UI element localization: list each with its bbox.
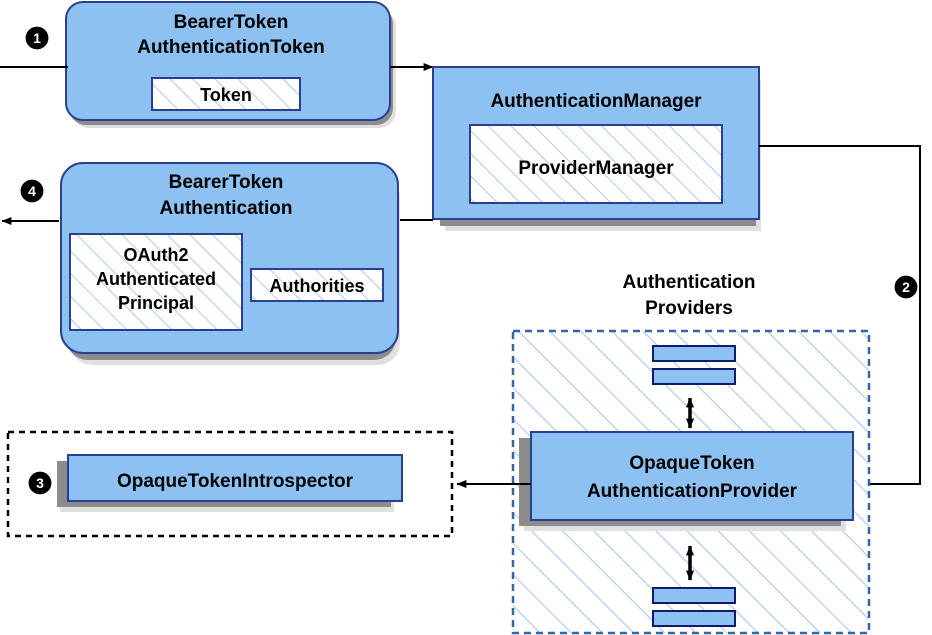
- inner-box-label: Authorities: [269, 276, 364, 296]
- node-authentication-manager[interactable]: AuthenticationManager ProviderManager: [432, 66, 761, 231]
- marker-circle: [19, 178, 45, 204]
- marker-number: 1: [33, 30, 41, 46]
- providers-group-title-line1: Authentication: [623, 272, 756, 293]
- step-marker-4: 4: [19, 178, 45, 204]
- node-opaque-token-authentication-provider[interactable]: OpaqueToken AuthenticationProvider: [519, 431, 854, 531]
- inner-box-label-line1: OAuth2: [124, 245, 189, 265]
- inner-box-body: [69, 233, 243, 331]
- stub-bar-upper: [652, 587, 736, 604]
- group-opaque-token-introspector: OpaqueTokenIntrospector: [6, 430, 454, 538]
- node-title-line2: AuthenticationProvider: [587, 481, 798, 502]
- node-bearer-token-authentication-token[interactable]: BearerToken AuthenticationToken Token: [65, 1, 396, 128]
- stub-bar-upper: [652, 345, 736, 362]
- step-marker-2: 2: [893, 274, 919, 300]
- inner-box-label: ProviderManager: [518, 158, 674, 179]
- node-title-line1: BearerToken: [169, 172, 284, 193]
- step-marker-3: 3: [27, 470, 53, 496]
- node-opaque-token-introspector[interactable]: OpaqueTokenIntrospector: [57, 454, 403, 512]
- provider-stub-bottom[interactable]: [652, 587, 736, 627]
- node-title: OpaqueTokenIntrospector: [117, 471, 354, 492]
- inner-box-body: [151, 77, 301, 111]
- marker-circle: [24, 25, 50, 51]
- marker-circle: [893, 274, 919, 300]
- node-bearer-token-authentication[interactable]: BearerToken Authentication OAuth2 Authen…: [60, 162, 400, 365]
- providers-group-title-line2: Providers: [645, 298, 733, 319]
- inner-box-label-line3: Principal: [118, 293, 194, 313]
- inner-box-oauth2-authenticated-principal[interactable]: OAuth2 Authenticated Principal: [69, 233, 243, 331]
- provider-stub-top[interactable]: [652, 345, 736, 385]
- marker-number: 4: [28, 183, 36, 199]
- marker-circle: [27, 470, 53, 496]
- node-body: [67, 454, 403, 502]
- marker-number: 3: [36, 475, 44, 491]
- stub-bar-lower: [652, 610, 736, 627]
- node-title-line1: OpaqueToken: [629, 453, 754, 474]
- inner-box-provider-manager[interactable]: ProviderManager: [469, 124, 723, 204]
- node-title-line2: AuthenticationToken: [137, 37, 325, 58]
- inner-box-authorities[interactable]: Authorities: [250, 268, 384, 302]
- inner-box-label: Token: [200, 85, 252, 105]
- group-dashed-border: [6, 430, 454, 538]
- group-authentication-providers: OpaqueToken AuthenticationProvider: [511, 329, 871, 635]
- stub-bar-lower: [652, 368, 736, 385]
- node-body: [530, 431, 854, 521]
- node-body: [65, 1, 391, 121]
- inner-box-body: [469, 124, 723, 204]
- node-title: AuthenticationManager: [490, 91, 702, 112]
- marker-number: 2: [902, 279, 910, 295]
- inner-box-body: [250, 268, 384, 302]
- step-marker-1: 1: [24, 25, 50, 51]
- inner-box-token[interactable]: Token: [151, 77, 301, 111]
- node-title-line1: BearerToken: [174, 12, 289, 33]
- inner-box-label-line2: Authenticated: [96, 269, 216, 289]
- node-title-line2: Authentication: [160, 198, 293, 219]
